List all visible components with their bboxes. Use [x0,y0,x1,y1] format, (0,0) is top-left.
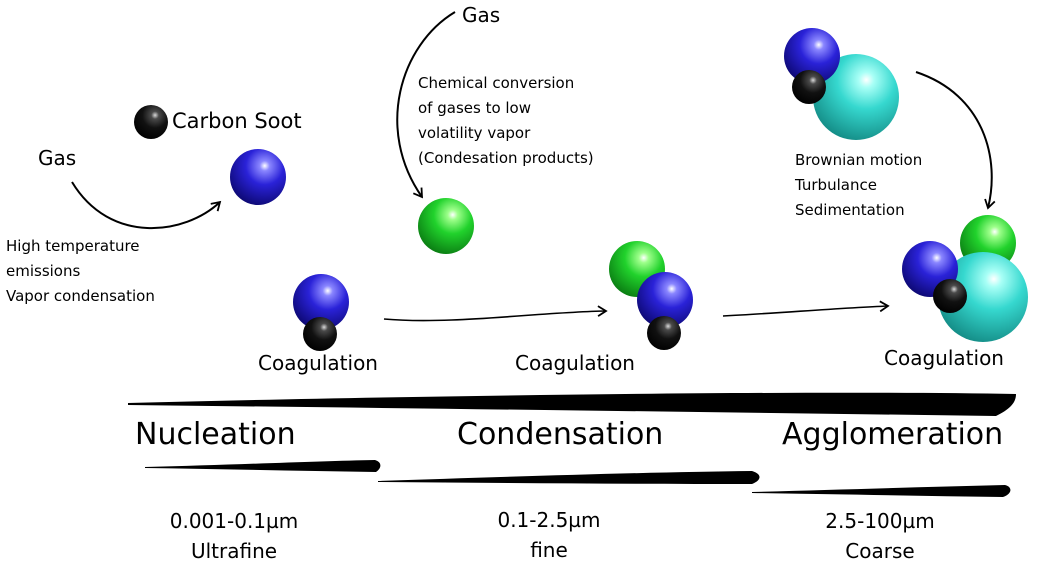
green-particle-condensate [418,198,474,254]
stage-condensation-title: Condensation [457,417,664,452]
chemical-line-1: Chemical conversion [418,74,575,92]
coarse-particle-top [784,28,899,140]
carbon-soot-label: Carbon Soot [172,109,302,133]
stage-agglomeration-size: 2.5-100µm [825,509,935,533]
chemical-line-4: (Condesation products) [418,149,594,167]
coagulated-particle-1 [293,274,349,351]
gas-label-left: Gas [38,146,77,170]
stage-nucleation-class: Ultrafine [190,539,278,563]
main-scale-bar [128,392,1016,416]
stage-nucleation-title: Nucleation [135,417,296,452]
stage-condensation-class: fine [530,538,568,562]
gas-label-top: Gas [462,3,501,27]
emissions-line-3: Vapor condensation [6,287,155,305]
coagulation-label-1: Coagulation [258,351,378,375]
brownian-line-2: Turbulance [795,176,877,194]
coagulated-particle-2 [609,241,693,350]
brownian-text: Brownian motion Turbulance Sedimentation [795,148,965,223]
agglomeration-bar [752,485,1011,497]
coagulation-label-2: Coagulation [515,351,635,375]
chemical-line-3: volatility vapor [418,124,531,142]
carbon-soot-particle [134,105,168,139]
emissions-text: High temperature emissions Vapor condens… [6,234,206,309]
agglomerate-particle [902,215,1028,342]
chemical-conversion-text: Chemical conversion of gases to low vola… [418,71,638,171]
blue-particle-nucleus [230,149,286,205]
stage-agglomeration-title: Agglomeration [782,417,1004,452]
arrow-gas-to-soot [71,181,222,230]
stage-nucleation-size: 0.001-0.1µm [169,509,299,533]
stage-agglomeration-class: Coarse [845,539,915,563]
chemical-line-2: of gases to low [418,99,532,117]
emissions-line-2: emissions [6,262,81,280]
emissions-line-1: High temperature [6,237,140,255]
coagulation-label-3: Coagulation [884,346,1004,370]
stage-condensation-size: 0.1-2.5µm [497,508,601,532]
arrow-coag1-to-coag2 [383,305,608,322]
arrow-coag2-to-coag3 [722,300,890,317]
brownian-line-3: Sedimentation [795,201,905,219]
brownian-line-1: Brownian motion [795,151,923,169]
arrow-coarse-to-agglomerate [915,71,996,210]
arrow-gas-to-condensation [396,11,456,199]
condensation-bar [378,471,760,484]
nucleation-bar [145,460,381,472]
